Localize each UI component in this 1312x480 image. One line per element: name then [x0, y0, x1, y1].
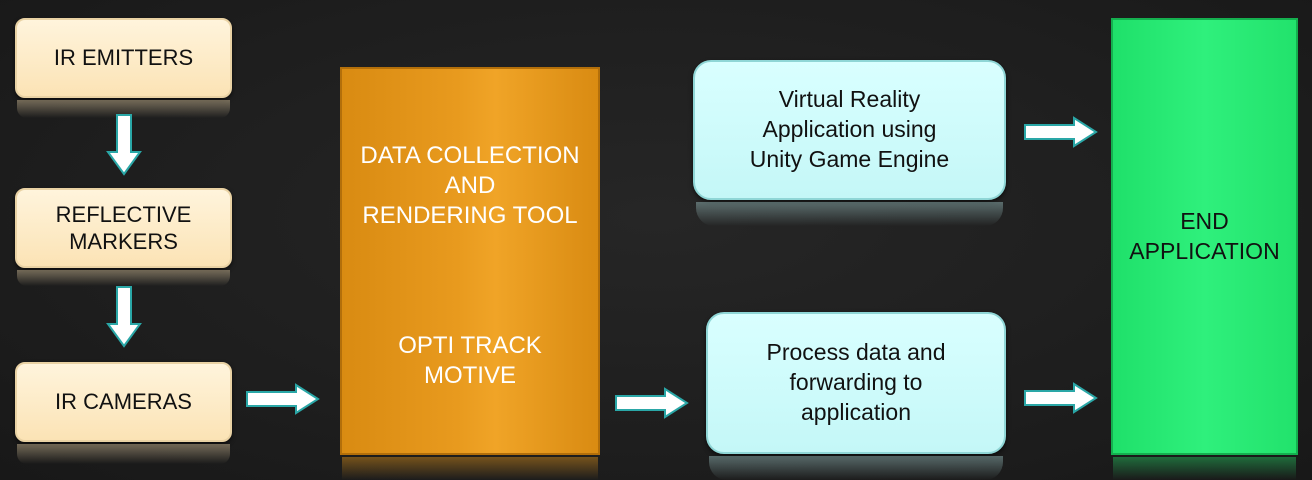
ir-emitters-box: IR EMITTERS [15, 18, 232, 98]
right-arrow-vr-to-end [1024, 116, 1098, 148]
data-collection-line1: DATA COLLECTION [360, 142, 580, 169]
reflective-markers-label-line2: MARKERS [69, 229, 178, 254]
vr-application-box: Virtual Reality Application using Unity … [693, 60, 1006, 200]
ir-cameras-box: IR CAMERAS [15, 362, 232, 442]
vr-application-reflection [696, 202, 1003, 226]
process-data-reflection [709, 456, 1003, 480]
ir-cameras-reflection [17, 444, 230, 464]
data-collection-title: DATA COLLECTION AND RENDERING TOOL [360, 141, 579, 231]
end-application-box: END APPLICATION [1111, 18, 1298, 455]
data-collection-box: DATA COLLECTION AND RENDERING TOOL OPTI … [340, 67, 600, 455]
right-arrow-cameras-to-center [246, 383, 320, 415]
down-arrow-markers-to-cameras [106, 286, 142, 348]
vr-application-line1: Virtual Reality [778, 86, 921, 113]
process-data-line2: forwarding to [789, 369, 923, 396]
ir-cameras-label: IR CAMERAS [55, 389, 192, 415]
optitrack-title: OPTI TRACK MOTIVE [398, 331, 542, 391]
optitrack-line1: OPTI TRACK [398, 332, 542, 359]
down-arrow-emitters-to-markers [106, 114, 142, 176]
data-collection-reflection [342, 457, 598, 480]
reflective-markers-label-line1: REFLECTIVE [55, 201, 192, 227]
reflective-markers-reflection [17, 270, 230, 286]
process-data-line1: Process data and [766, 339, 946, 366]
end-application-line1: END [1180, 207, 1229, 234]
right-arrow-center-to-process [615, 387, 689, 419]
end-application-line2: APPLICATION [1129, 237, 1280, 264]
data-collection-line3: RENDERING TOOL [362, 202, 578, 229]
ir-emitters-label: IR EMITTERS [53, 45, 194, 71]
process-data-line3: application [801, 398, 911, 425]
optitrack-line2: MOTIVE [423, 362, 516, 389]
vr-application-line2: Application using [762, 116, 937, 143]
vr-application-line3: Unity Game Engine [749, 145, 950, 172]
reflective-markers-box: REFLECTIVE MARKERS [15, 188, 232, 268]
right-arrow-process-to-end [1024, 382, 1098, 414]
process-data-box: Process data and forwarding to applicati… [706, 312, 1006, 454]
data-collection-line2: AND [444, 172, 496, 199]
end-application-reflection [1113, 457, 1296, 480]
